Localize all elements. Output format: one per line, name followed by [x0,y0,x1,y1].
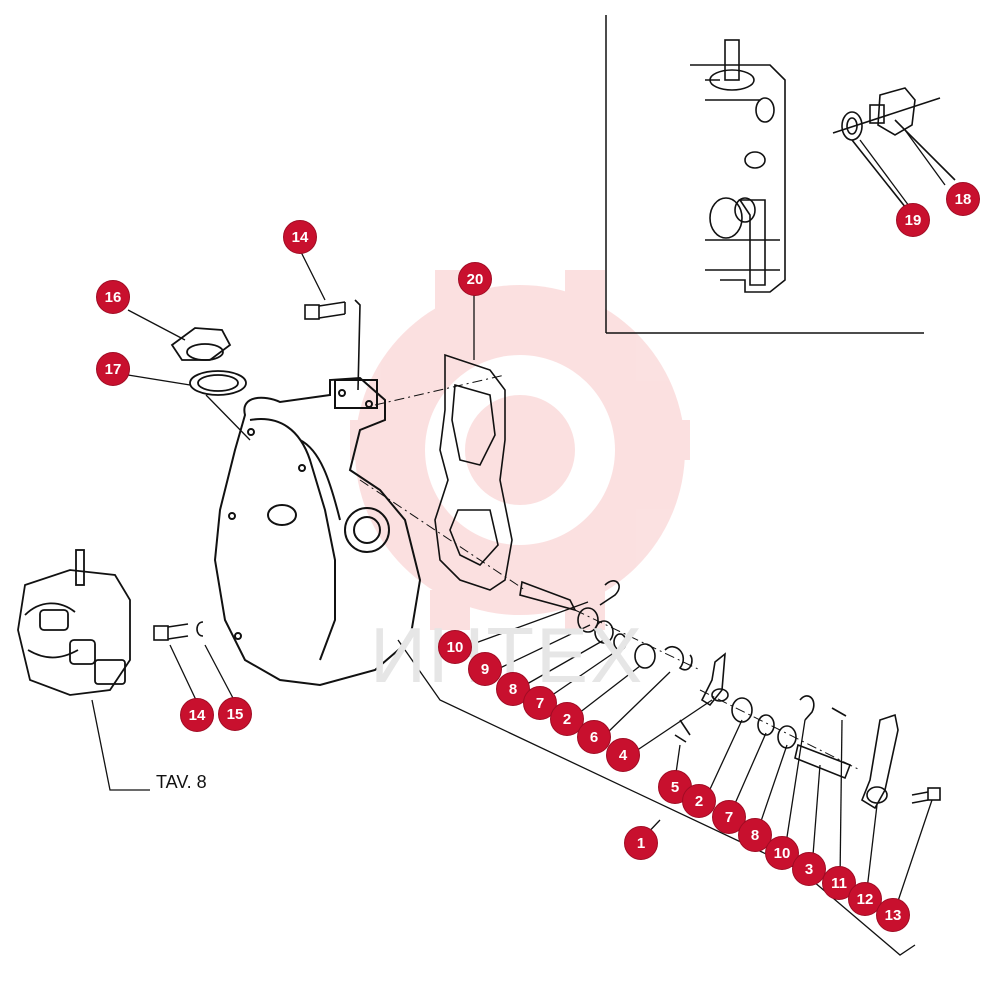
inset-valve-block [690,39,786,293]
watermark-gear [350,270,690,630]
washer-row-upper [577,607,693,671]
callout-3[interactable]: 3 [792,852,826,886]
callout-18[interactable]: 18 [946,182,980,216]
callout-13[interactable]: 13 [876,898,910,932]
reference-label: TAV. 8 [156,772,207,792]
callout-1[interactable]: 1 [624,826,658,860]
callout-9[interactable]: 9 [468,652,502,686]
callout-20[interactable]: 20 [458,262,492,296]
callout-6[interactable]: 6 [577,720,611,754]
callout-17[interactable]: 17 [96,352,130,386]
axis-lines [359,374,861,771]
callout-15[interactable]: 15 [218,697,252,731]
arm-and-screw [861,713,941,810]
washer-row-lower [731,695,852,780]
inset-frame [605,15,924,334]
coupling-assembly [17,549,131,696]
callout-8-lower[interactable]: 8 [738,818,772,852]
bolt-top [304,299,361,391]
callout-12[interactable]: 12 [848,882,882,916]
small-bolt-and-clip [153,621,204,641]
callout-2-lower[interactable]: 2 [682,784,716,818]
callout-4[interactable]: 4 [606,738,640,772]
filler-plug [170,327,247,396]
lever-arm [674,652,729,743]
callout-10-upper[interactable]: 10 [438,630,472,664]
callout-16[interactable]: 16 [96,280,130,314]
callout-19[interactable]: 19 [896,203,930,237]
main-housing [213,376,422,687]
callout-14-top[interactable]: 14 [283,220,317,254]
callout-14-bottom[interactable]: 14 [180,698,214,732]
gasket-plate [434,353,513,591]
inset-plug-and-washer [832,87,956,209]
